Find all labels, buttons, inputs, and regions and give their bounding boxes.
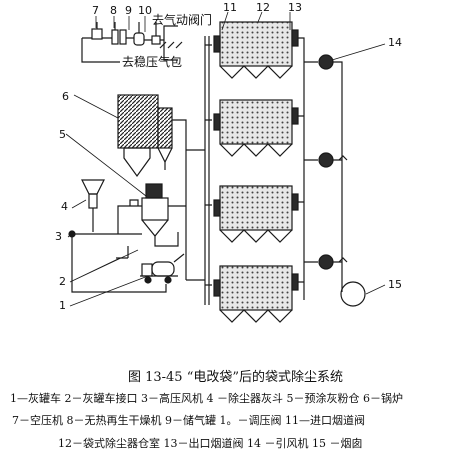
label-to-pneumatic-valve: 去气动阀门: [152, 12, 212, 27]
air-receiver-tank: [133, 22, 145, 46]
callout-5: 5: [59, 128, 66, 141]
callout-10: 10: [138, 4, 152, 17]
callout-14: 14: [388, 36, 402, 49]
callout-8: 8: [110, 4, 117, 17]
precoat-powder-silo: [141, 183, 169, 240]
callout-12: 12: [256, 1, 270, 14]
high-pressure-blower: [68, 230, 142, 238]
callout-9: 9: [125, 4, 132, 17]
callout-4: 4: [61, 200, 68, 213]
chimney: [340, 281, 366, 307]
legend-line-2: 7－空压机 8－无热再生干燥机 9－储气罐 1。－调压阀 11—进口烟道阀: [12, 414, 365, 427]
ash-tank-truck: [140, 261, 178, 284]
callout-3: 3: [55, 230, 62, 243]
system-diagram: 1 2 3 4 5 6 7 8 9 10 11 12 13 14 15 去气动阀…: [55, 1, 402, 323]
baghouse-compartment-4: [213, 265, 299, 323]
label-to-stabilizer-tank: 去稳压气包: [122, 54, 182, 69]
baghouse-compartment-1: [213, 21, 299, 79]
callout-13: 13: [288, 1, 302, 14]
callout-numbers: 1 2 3 4 5 6 7 8 9 10 11 12 13 14 15: [55, 1, 402, 312]
figure-caption: 图 13-45 “电改袋”后的袋式除尘系统: [127, 370, 344, 385]
callout-2: 2: [59, 275, 66, 288]
boiler: [117, 94, 173, 178]
baghouse-compartment-2: [213, 99, 299, 157]
callout-6: 6: [62, 90, 69, 103]
baghouse-compartment-3: [213, 185, 299, 243]
heatless-regenerative-dryer: [111, 22, 127, 45]
legend-line-3: 12－袋式除尘器仓室 13－出口烟道阀 14 －引风机 15 －烟囱: [58, 437, 363, 450]
callout-7: 7: [92, 4, 99, 17]
callout-11: 11: [223, 1, 237, 14]
air-compressor: [91, 22, 103, 40]
dust-hopper: [81, 179, 105, 232]
induced-draft-fan: [318, 54, 334, 270]
callout-15: 15: [388, 278, 402, 291]
compressed-air-pipe: [81, 25, 178, 63]
inlet-flue-duct: [172, 119, 205, 281]
outlet-flue-duct: [298, 37, 318, 300]
legend-line-1: 1—灰罐车 2－灰罐车接口 3－高压风机 4 －除尘器灰斗 5－预涂灰粉仓 6－…: [10, 392, 403, 405]
callout-1: 1: [59, 299, 66, 312]
